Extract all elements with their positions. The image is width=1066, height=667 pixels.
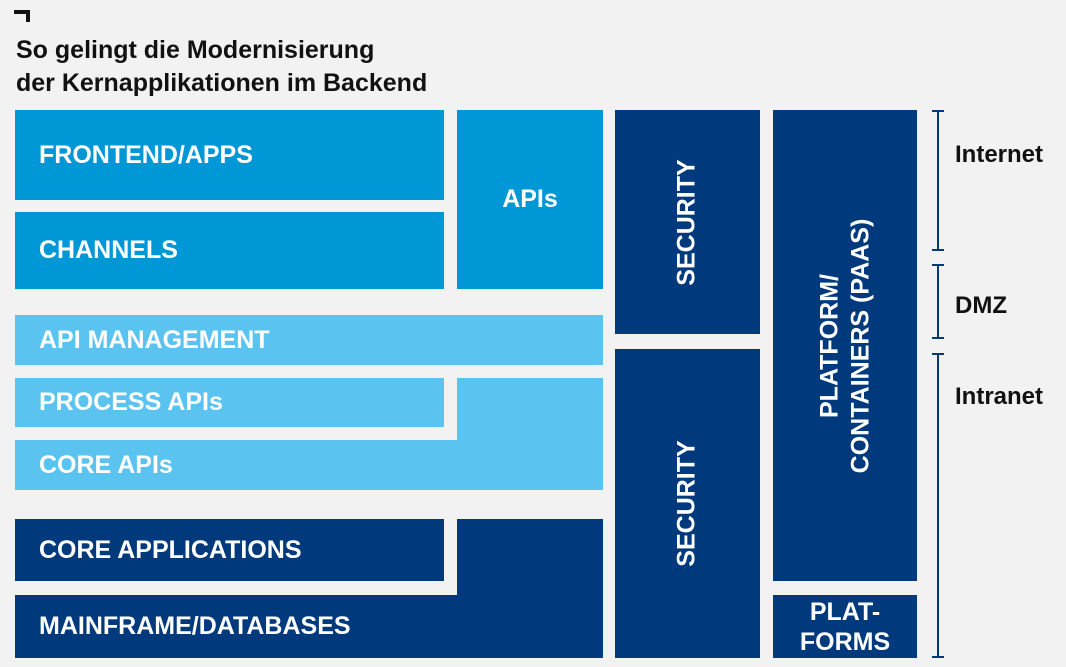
api-management-block: API MANAGEMENT [15, 315, 603, 365]
corner-mark [14, 10, 30, 22]
apis-label: APIs [502, 185, 558, 213]
title-line-2: der Kernapplikationen im Backend [16, 69, 428, 97]
channels-label: CHANNELS [39, 236, 178, 264]
process-apis-block: PROCESS APIs [15, 378, 444, 427]
dmz-bracket [932, 264, 944, 339]
platforms-line-1: PLAT- [809, 597, 881, 626]
mainframe-databases-block: MAINFRAME/DATABASES [15, 595, 603, 658]
apis-block: APIs [457, 110, 603, 289]
intranet-bracket [932, 353, 944, 658]
security-top-label: SECURITY [673, 158, 701, 286]
core-apis-block: CORE APIs [15, 440, 603, 490]
security-bottom-label: SECURITY [673, 440, 701, 567]
frontend-apps-block: FRONTEND/APPS [15, 110, 444, 200]
zone-intranet-label: Intranet [955, 383, 1044, 410]
zone-internet-label: Internet [955, 141, 1044, 168]
frontend-apps-label: FRONTEND/APPS [39, 140, 253, 169]
mainframe-databases-label: MAINFRAME/DATABASES [39, 612, 351, 640]
diagram-title: So gelingt die Modernisierung der Kernap… [16, 34, 536, 100]
zone-dmz-label: DMZ [955, 292, 1007, 319]
platform-line-1: PLATFORM/ [815, 273, 844, 418]
security-bottom-block: SECURITY [615, 349, 760, 658]
internet-bracket [932, 110, 944, 251]
platform-containers-block: PLATFORM/ CONTAINERS (PAAS) [773, 110, 917, 581]
process-apis-label: PROCESS APIs [39, 388, 223, 416]
api-management-label: API MANAGEMENT [39, 325, 270, 354]
core-apis-label: CORE APIs [39, 450, 173, 479]
channels-block: CHANNELS [15, 212, 444, 289]
core-applications-label: CORE APPLICATIONS [39, 535, 302, 564]
security-top-block: SECURITY [615, 110, 760, 334]
platforms-block: PLAT- FORMS [773, 595, 917, 658]
title-line-1: So gelingt die Modernisierung [16, 36, 375, 64]
platforms-line-2: FORMS [799, 627, 891, 656]
core-applications-block: CORE APPLICATIONS [15, 519, 444, 581]
platform-line-2: CONTAINERS (PAAS) [846, 218, 875, 473]
platform-containers-label: PLATFORM/ CONTAINERS (PAAS) [814, 218, 876, 473]
